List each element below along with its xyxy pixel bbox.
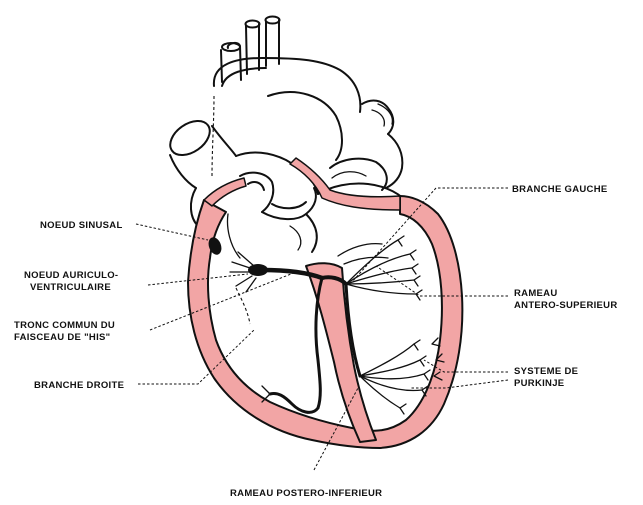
valve-cusp-1	[240, 173, 273, 212]
leader-tronc	[150, 272, 296, 330]
label-rameau-pi: RAMEAU POSTERO-INFERIEUR	[230, 488, 382, 499]
vena-cava	[164, 114, 216, 162]
pulmonary-veins	[362, 101, 393, 134]
leader-purkinje-2	[410, 380, 508, 388]
great-vessels	[164, 17, 402, 189]
label-noeud-sinusal: NOEUD SINUSAL	[40, 220, 123, 231]
valve-structures	[228, 173, 389, 324]
antero-superior-fascicle	[346, 240, 398, 284]
right-bundle-branch	[270, 278, 322, 412]
pulmonary-trunk	[268, 92, 342, 160]
label-branche-droite: BRANCHE DROITE	[34, 380, 124, 391]
label-rameau-as-line2: ANTERO-SUPERIEUR	[514, 300, 618, 311]
label-tronc-line2: FAISCEAU DE "HIS"	[14, 332, 110, 343]
label-branche-gauche: BRANCHE GAUCHE	[512, 184, 608, 195]
label-tronc-line1: TRONC COMMUN DU	[14, 320, 115, 331]
myocardium	[188, 158, 462, 448]
label-noeud-av-line2: VENTRICULAIRE	[30, 282, 111, 293]
label-purkinje-line1: SYSTEME DE	[514, 366, 578, 377]
label-purkinje-line2: PURKINJE	[514, 378, 564, 389]
label-noeud-av-line1: NOEUD AURICULO-	[24, 270, 118, 281]
aortic-arch	[214, 58, 360, 112]
label-rameau-as-line1: RAMEAU	[514, 288, 558, 299]
aortic-branch-2	[246, 26, 247, 74]
